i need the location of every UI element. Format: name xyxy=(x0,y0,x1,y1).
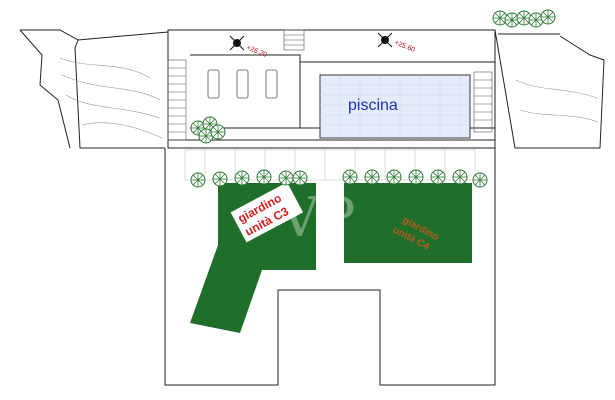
shrub-icon xyxy=(256,169,272,185)
sun-loungers xyxy=(207,69,278,99)
shrub-icon xyxy=(452,169,468,185)
shrub-icon xyxy=(278,170,294,186)
shrub-icon xyxy=(540,9,556,25)
garden-c4 xyxy=(344,183,472,263)
shrub-row-top-right xyxy=(492,9,556,28)
shrub-icon xyxy=(430,169,446,185)
shrub-icon xyxy=(190,172,206,188)
shrub-icon xyxy=(342,169,358,185)
garden-c3-label: giardino unità C3 xyxy=(230,182,304,243)
pool-grid xyxy=(320,75,470,138)
shrub-icon xyxy=(212,171,228,187)
shrub-icon xyxy=(234,170,250,186)
pool-label: piscina xyxy=(348,97,398,114)
stair-right xyxy=(473,71,493,133)
level-left: +26.20 xyxy=(245,44,268,59)
stair-top xyxy=(283,29,305,51)
pool xyxy=(319,74,471,139)
watermark: VP xyxy=(279,186,355,249)
level-right: +25.60 xyxy=(393,39,416,54)
terrain-contours xyxy=(59,57,599,139)
crosshair-marker-icon xyxy=(377,32,393,48)
shrub-icon xyxy=(364,169,380,185)
shrub-icon xyxy=(472,172,488,188)
shrub-icon xyxy=(386,169,402,185)
shrub-icon xyxy=(292,170,308,186)
shrub-cluster-left xyxy=(190,116,226,144)
shrub-icon xyxy=(210,124,226,140)
crosshair-marker-icon xyxy=(229,35,245,51)
stair-left xyxy=(167,59,187,141)
shrub-icon xyxy=(408,169,424,185)
